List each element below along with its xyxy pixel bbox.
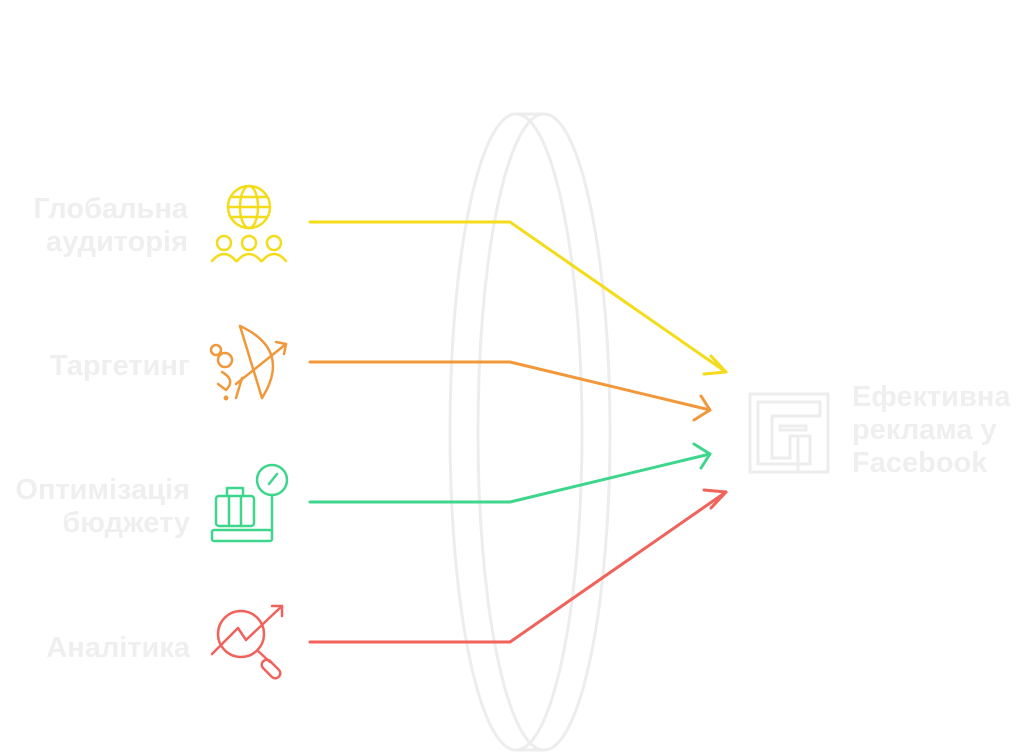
lens-shape — [448, 112, 612, 752]
label-global-audience-line1: Глобальна — [33, 193, 188, 225]
label-budget-optimization: Оптимізація бюджету — [0, 474, 190, 540]
arrow-budget — [308, 442, 712, 504]
label-result-line1: Ефективна — [852, 381, 1011, 413]
label-effective-facebook-ads: Ефективна реклама у Facebook — [852, 381, 1010, 480]
label-analytics: Аналітика — [0, 632, 190, 665]
briefcase-scale-icon — [210, 463, 289, 543]
globe-people-icon — [210, 184, 288, 263]
arrow-audience — [308, 220, 728, 376]
label-targeting: Таргетинг — [0, 350, 190, 383]
label-targeting-text: Таргетинг — [49, 350, 190, 382]
label-result-line3: Facebook — [852, 447, 988, 479]
label-budget-optimization-line2: бюджету — [62, 507, 190, 539]
label-budget-optimization-line1: Оптимізація — [15, 474, 190, 506]
label-result-line2: реклама у — [852, 414, 997, 446]
label-global-audience: Глобальна аудиторія — [0, 193, 188, 259]
label-global-audience-line2: аудиторія — [46, 226, 188, 258]
arrow-analytics — [308, 488, 728, 644]
label-analytics-text: Аналітика — [46, 632, 190, 664]
archery-icon — [209, 324, 288, 401]
arrow-targeting — [308, 360, 712, 422]
analytics-magnifier-icon — [210, 604, 284, 680]
facebook-logo-outline-icon — [748, 392, 830, 474]
